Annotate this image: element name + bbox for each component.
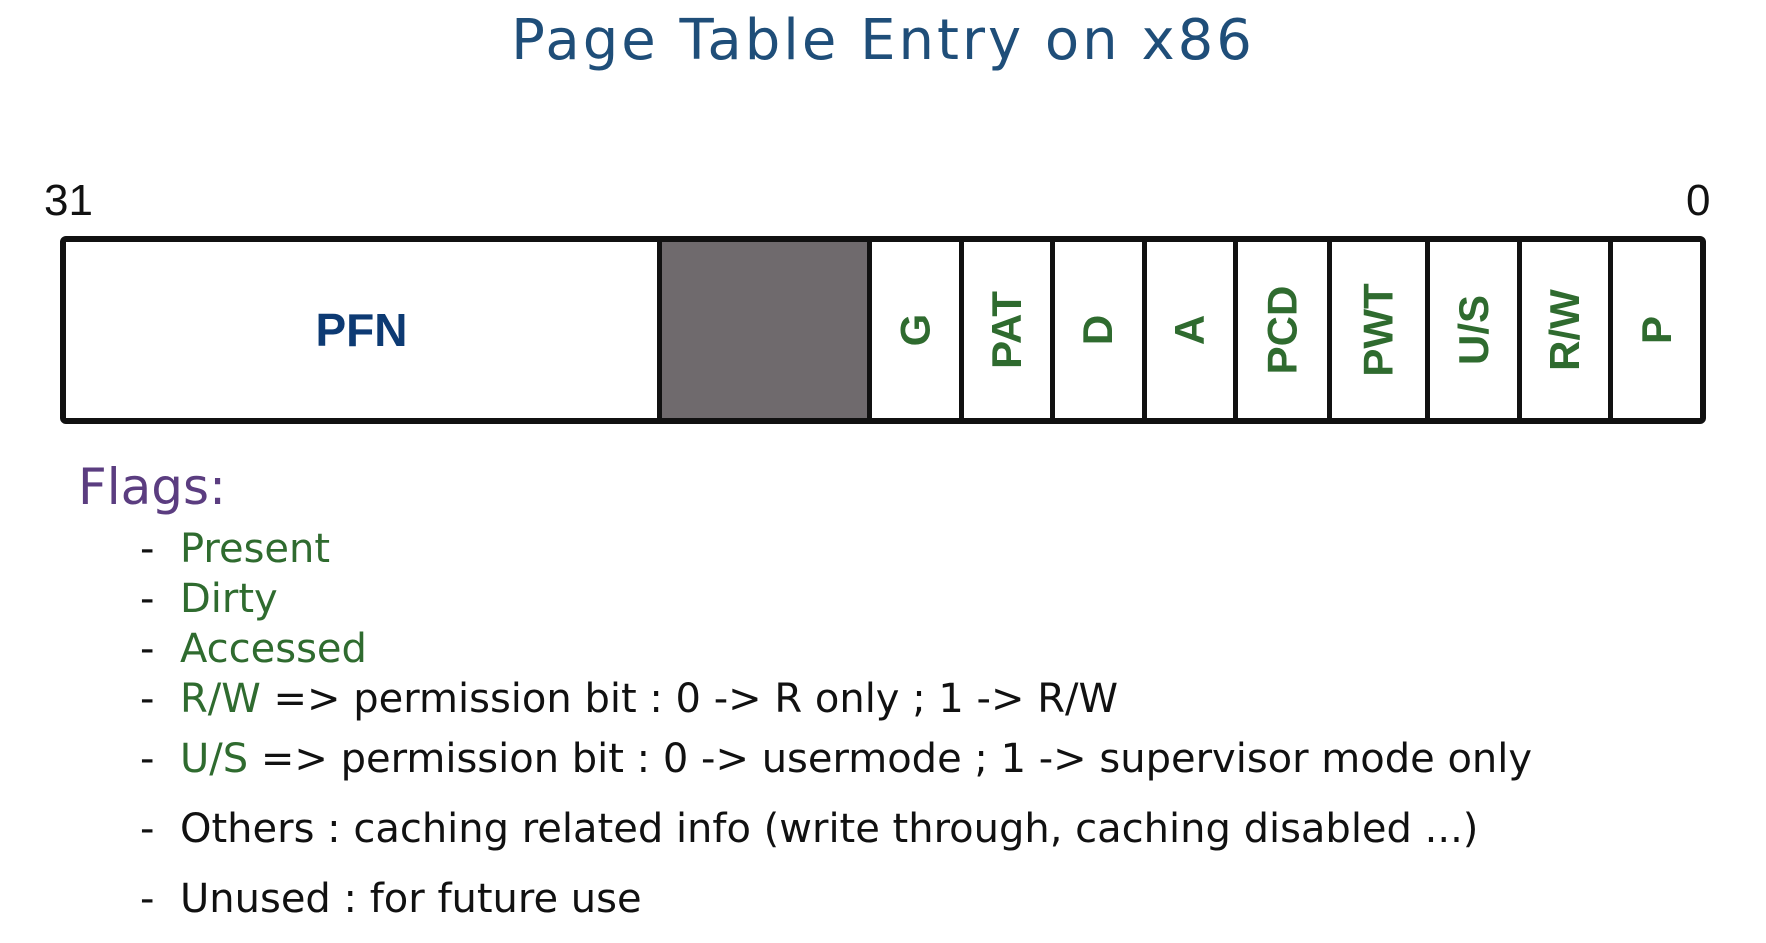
flag-name: Present <box>180 526 331 572</box>
flag-label: P <box>1632 315 1680 345</box>
flag-label: A <box>1166 314 1214 346</box>
diagram-title: Page Table Entry on x86 <box>511 8 1255 73</box>
list-item: -Present <box>140 526 331 572</box>
pfn-field: PFN <box>66 242 662 418</box>
flag-field-d: D <box>1055 242 1147 418</box>
flag-desc: Unused : for future use <box>180 876 642 922</box>
flag-desc: => permission bit : 0 -> R only ; 1 -> R… <box>260 676 1119 722</box>
flag-field-pwt: PWT <box>1332 242 1431 418</box>
flag-label: G <box>891 313 939 347</box>
bit-31-label: 31 <box>44 176 93 225</box>
list-item: -Others : caching related info (write th… <box>140 806 1479 852</box>
flag-field-us: U/S <box>1430 242 1522 418</box>
flag-desc: Others : caching related info (write thr… <box>180 806 1479 852</box>
list-item: -Unused : for future use <box>140 876 642 922</box>
unused-bits-field <box>662 242 872 418</box>
list-item: -Dirty <box>140 576 278 622</box>
flags-heading: Flags: <box>78 458 226 516</box>
flag-name: Dirty <box>180 576 278 622</box>
flag-notes-list: -Present -Dirty -Accessed -R/W => permis… <box>140 524 1532 934</box>
flag-label: D <box>1074 314 1122 346</box>
flag-label: PWT <box>1354 283 1402 377</box>
flag-field-p: P <box>1613 242 1700 418</box>
flag-name: Accessed <box>180 626 367 672</box>
list-item: -Accessed <box>140 626 367 672</box>
list-item: -R/W => permission bit : 0 -> R only ; 1… <box>140 676 1119 722</box>
flag-label: PCD <box>1258 285 1306 375</box>
flag-field-g: G <box>872 242 964 418</box>
flag-field-pcd: PCD <box>1238 242 1332 418</box>
flag-label: R/W <box>1541 289 1589 371</box>
list-item: -U/S => permission bit : 0 -> usermode ;… <box>140 736 1533 782</box>
bit-0-label: 0 <box>1686 176 1711 225</box>
flag-label: U/S <box>1449 294 1497 366</box>
flag-name: R/W <box>180 676 261 722</box>
flag-label: PAT <box>982 291 1030 369</box>
flag-desc: => permission bit : 0 -> usermode ; 1 ->… <box>248 736 1533 782</box>
flag-field-rw: R/W <box>1522 242 1614 418</box>
flag-field-pat: PAT <box>964 242 1056 418</box>
flag-field-a: A <box>1147 242 1239 418</box>
pfn-label: PFN <box>315 304 408 356</box>
page-table-entry: PFN G PAT D A PCD PWT U/S R/W P <box>60 236 1706 424</box>
flag-name: U/S <box>180 736 249 782</box>
